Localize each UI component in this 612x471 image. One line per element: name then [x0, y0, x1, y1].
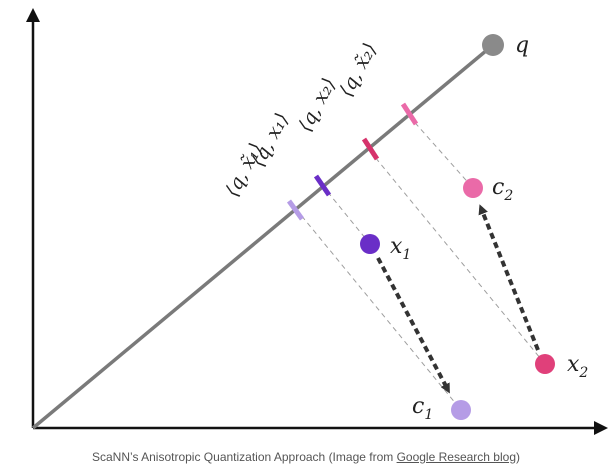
- label-c1: c1: [412, 394, 433, 423]
- tick-x2-projection: [361, 137, 380, 161]
- projection-label-x1: ⟨q, x₁⟩: [247, 109, 293, 170]
- caption-prefix: ScaNN’s Anisotropic Quantization Approac…: [91, 450, 397, 464]
- figure-caption: ScaNN’s Anisotropic Quantization Approac…: [0, 450, 612, 464]
- point-x2: [535, 354, 555, 374]
- point-x1: [360, 234, 380, 254]
- query-label: q: [515, 33, 529, 58]
- y-axis-arrow: [26, 8, 40, 22]
- guide-x2: [369, 150, 546, 365]
- tick-c1-projection: [286, 199, 305, 221]
- tick-c2-projection: [400, 102, 419, 126]
- label-c2: c2: [492, 175, 513, 204]
- google-research-blog-link[interactable]: Google Research blog: [396, 450, 516, 464]
- x-axis-arrow: [594, 421, 608, 435]
- quantization-arrow-x1-c1: [376, 257, 450, 394]
- quantization-arrow-x2-c2: [478, 204, 540, 351]
- query-line: [31, 43, 495, 430]
- guide-c1: [295, 208, 462, 411]
- label-x1: x1: [390, 234, 411, 263]
- caption-suffix: ): [516, 450, 520, 464]
- diagram: q ⟨q, x̃₁⟩ ⟨q, x₁⟩ ⟨q, x₂⟩ ⟨q, x̃₂⟩ x1 x…: [26, 8, 608, 435]
- tick-x1-projection: [313, 174, 332, 197]
- query-point: [482, 34, 504, 56]
- point-c2: [463, 178, 483, 198]
- guide-c2: [408, 115, 474, 189]
- label-x2: x2: [567, 352, 588, 381]
- projection-guides: [295, 115, 546, 411]
- projection-label-x2: ⟨q, x₂⟩: [294, 74, 340, 135]
- guide-x1: [321, 184, 371, 245]
- point-c1: [451, 400, 471, 420]
- projection-label-c2: ⟨q, x̃₂⟩: [335, 39, 381, 100]
